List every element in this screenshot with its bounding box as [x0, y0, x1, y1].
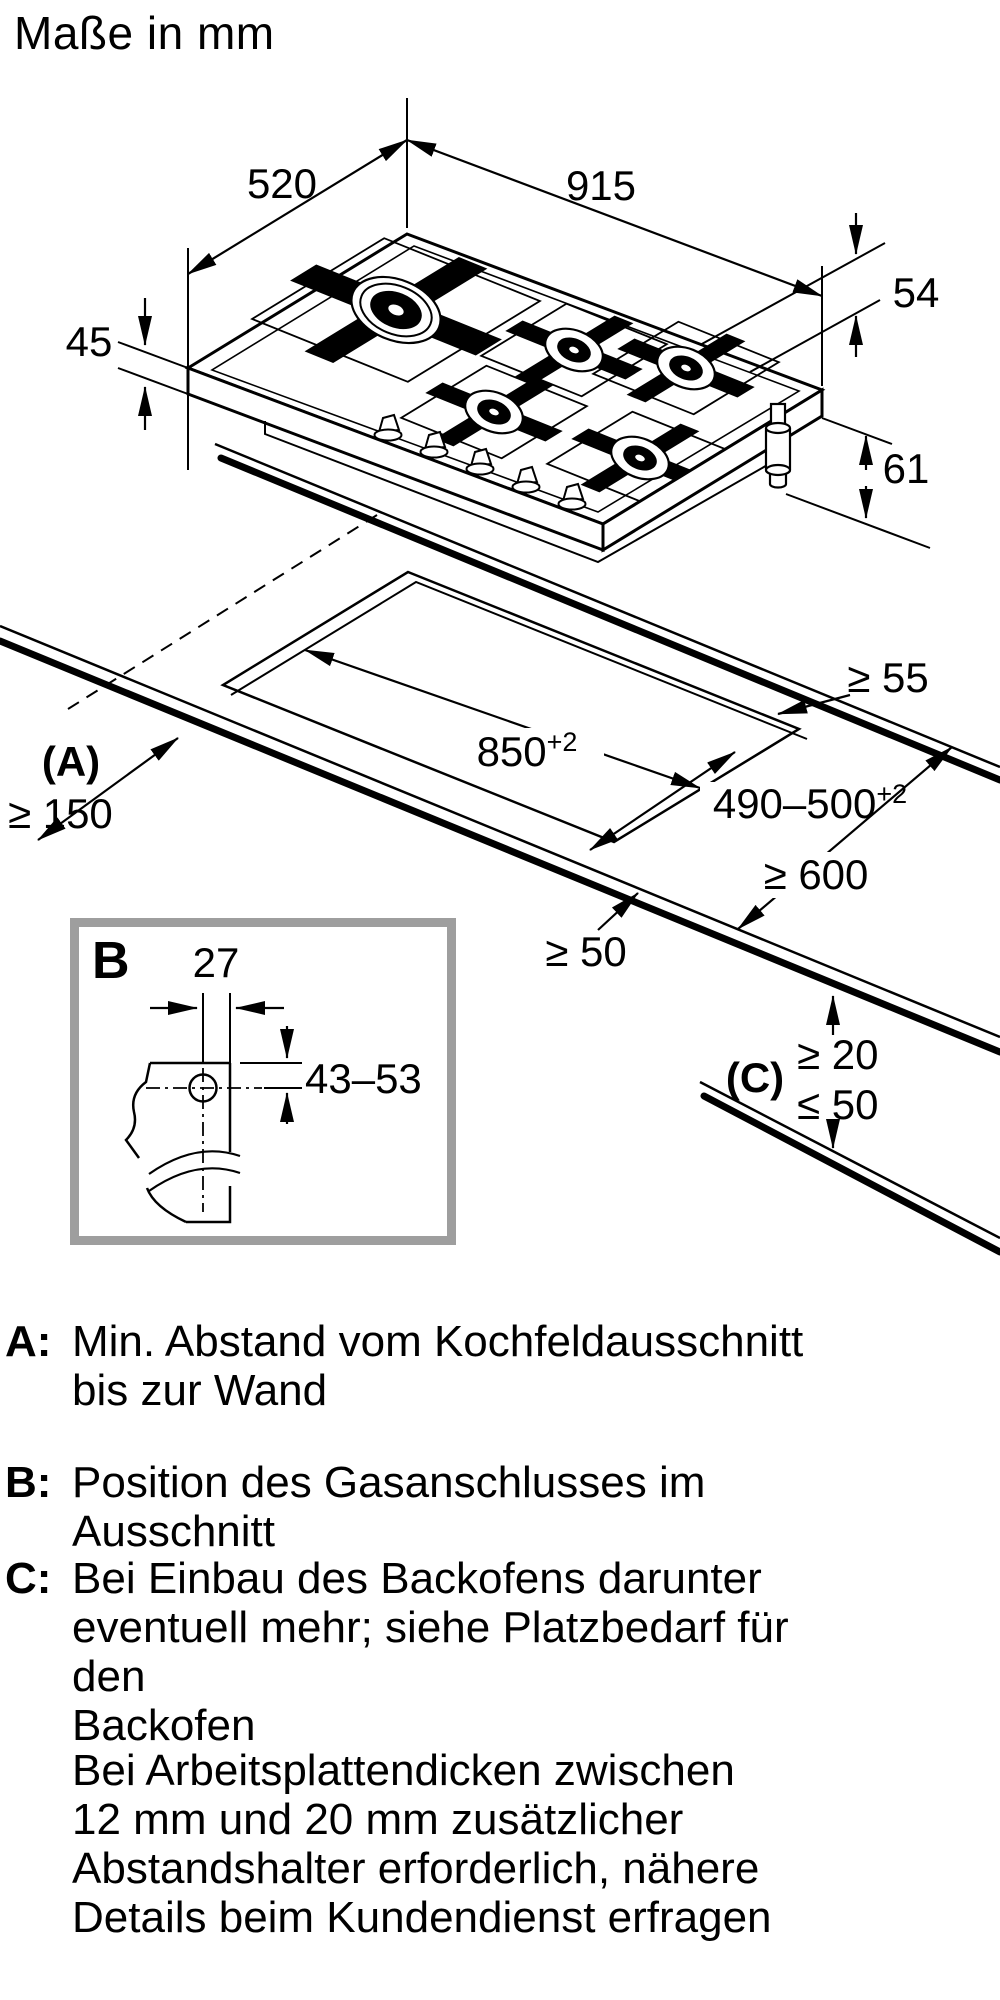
burner-ring-mid: [359, 282, 433, 338]
dim-label-27: 27: [193, 939, 240, 986]
panel-profile: [124, 1061, 241, 1224]
dim-600-bg: [714, 852, 918, 898]
control-knob-2: [419, 430, 449, 459]
wall-line-thick: [217, 454, 1000, 784]
ext-54-top: [699, 242, 886, 346]
dim-line-ge600: [737, 746, 953, 930]
hob-top-inner-outline: [210, 245, 801, 513]
hob-underbox-edge: [264, 421, 791, 564]
burner-cap-center: [387, 303, 405, 317]
profile-left-lower: [145, 1187, 187, 1224]
knob-base: [557, 497, 587, 511]
ext-61-top: [821, 417, 893, 445]
break-line-upper: [148, 1150, 241, 1175]
break-line-lower: [148, 1167, 241, 1192]
control-knob-5: [557, 482, 587, 511]
counter-front-edge-thick: [0, 637, 1000, 1056]
counter-front-edge-thin: [0, 624, 1000, 1039]
legend-key-a: A:: [5, 1317, 52, 1366]
ext-45-bottom: [117, 367, 189, 395]
dim-label-ge50: ≥ 50: [545, 928, 626, 975]
dim-line-490-500: [589, 751, 736, 851]
ext-45-top: [117, 341, 189, 369]
pan-support-frame: [591, 320, 781, 416]
legend-note: Bei Arbeitsplattendicken zwischen 12 mm …: [72, 1746, 772, 1942]
gas-pipe-tip: [768, 472, 788, 489]
page-title: Maße in mm: [14, 7, 275, 59]
legend-key-b: B:: [5, 1458, 52, 1507]
arrow-ge50: [597, 892, 639, 931]
burner-cap-center: [488, 407, 500, 417]
knob-base: [465, 462, 495, 476]
dim-label-61: 61: [883, 445, 930, 492]
lower-boundary-thick: [700, 1092, 1000, 1256]
gas-connection-pipe: [764, 402, 792, 489]
dim-label-le50: ≤ 50: [797, 1081, 878, 1128]
burner-cap-center: [568, 345, 580, 355]
dim-850-bg: [452, 728, 604, 774]
detail-b-box: B 27 43–53: [70, 918, 456, 1245]
arrow-ge55: [777, 693, 851, 716]
control-knob-4: [511, 465, 541, 494]
control-knob-1: [373, 413, 403, 442]
dim-label-520: 520: [247, 160, 317, 207]
dim-label-ge600: ≥ 600: [764, 851, 869, 898]
ext-54-bottom: [749, 299, 881, 373]
dim-line-520: [187, 139, 408, 275]
installation-diagram: 520 915 45 54 61: [0, 98, 1000, 1256]
burner-cap-center: [634, 453, 646, 463]
profile-right-lower: [186, 1186, 232, 1224]
detail-b-label: B: [92, 932, 130, 990]
label-a: (A): [42, 738, 100, 785]
lower-boundary-thin: [699, 1080, 1000, 1240]
dim-label-ge20: ≥ 20: [797, 1031, 878, 1078]
dim-label-54: 54: [893, 269, 940, 316]
legend-key-c: C:: [5, 1554, 52, 1603]
detail-b-border: [70, 918, 456, 1245]
burner-group: [250, 237, 781, 506]
legend-text-b: Position des Gasanschlusses im Ausschnit…: [72, 1458, 706, 1556]
hob-dimensions: 520 915 45 54 61: [66, 98, 940, 549]
dim-label-43-53: 43–53: [305, 1055, 422, 1102]
legend-text-a: Min. Abstand vom Kochfeldausschnitt bis …: [72, 1317, 804, 1415]
burner-3: [399, 364, 589, 460]
control-knob-3: [465, 447, 495, 476]
dim-label-45: 45: [66, 318, 113, 365]
dim-label-850: 850+2: [477, 727, 578, 775]
legend-text-c: Bei Einbau des Backofens darunter eventu…: [72, 1554, 789, 1750]
knob-group: [373, 413, 587, 511]
gas-pipe-collar: [764, 463, 792, 477]
worktop-scene: 850+2 490–500+2 ≥ 55 ≥ 600 ≥ 50 (A) ≥ 15…: [0, 442, 1000, 1256]
knob-base: [419, 445, 449, 459]
dim-line-915: [406, 138, 823, 298]
pan-support-frame: [399, 364, 589, 460]
dim-label-ge150: ≥ 150: [8, 790, 113, 837]
burner-cap-center: [680, 363, 692, 373]
label-c: (C): [726, 1054, 784, 1101]
pan-support-frame: [479, 302, 669, 398]
dim-label-ge55: ≥ 55: [847, 654, 928, 701]
burner-4: [591, 320, 781, 416]
ext-61-bottom: [785, 493, 931, 549]
hob-drawing: [184, 232, 826, 564]
gas-pipe-top: [764, 421, 792, 435]
burner-5: [545, 410, 735, 506]
knob-base: [511, 480, 541, 494]
knob-base: [373, 428, 403, 442]
cutout-inner-lip: [230, 580, 808, 740]
projection-dashed-line: [67, 514, 378, 710]
dim-label-915: 915: [566, 162, 636, 209]
dim-line-ge150: [37, 737, 179, 841]
wall-line-thin: [214, 442, 1000, 769]
profile-left-upper: [124, 1062, 152, 1159]
